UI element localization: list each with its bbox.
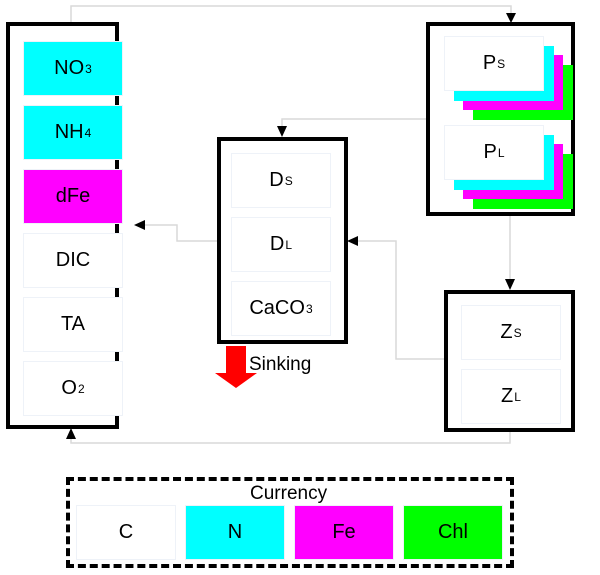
arrowhead-into-detritus-side bbox=[347, 236, 358, 246]
legend-item-c: C bbox=[76, 505, 176, 560]
legend-item-chl: Chl bbox=[403, 505, 503, 560]
nutrient-ta[interactable]: TA bbox=[23, 297, 123, 352]
arrowhead-into-zoo bbox=[505, 279, 515, 290]
connector-zoo-to-nutrients bbox=[70, 432, 511, 444]
label: NO bbox=[54, 57, 85, 79]
legend-item-fe: Fe bbox=[294, 505, 394, 560]
legend-item-n: N bbox=[185, 505, 285, 560]
arrowhead-into-phyto bbox=[506, 13, 516, 23]
connector-detritus-to-nutrients bbox=[145, 224, 217, 242]
arrowhead-into-nutrients-bottom bbox=[66, 428, 76, 439]
connector-nutrients-to-phyto bbox=[70, 5, 512, 22]
arrowhead-into-detritus-top bbox=[277, 126, 287, 137]
arrowhead-into-nutrients-side bbox=[134, 220, 145, 230]
sinking-label: Sinking bbox=[249, 354, 312, 375]
nutrient-dfe[interactable]: dFe bbox=[23, 169, 123, 224]
nutrient-dic[interactable]: DIC bbox=[23, 233, 123, 288]
connector-phyto-to-detritus bbox=[281, 118, 426, 126]
legend-title: Currency bbox=[250, 483, 328, 504]
connector-zoo-to-detritus bbox=[358, 240, 444, 360]
sinking-arrow-icon bbox=[215, 346, 257, 388]
currency-legend: Currency C N Fe Chl bbox=[66, 477, 514, 568]
